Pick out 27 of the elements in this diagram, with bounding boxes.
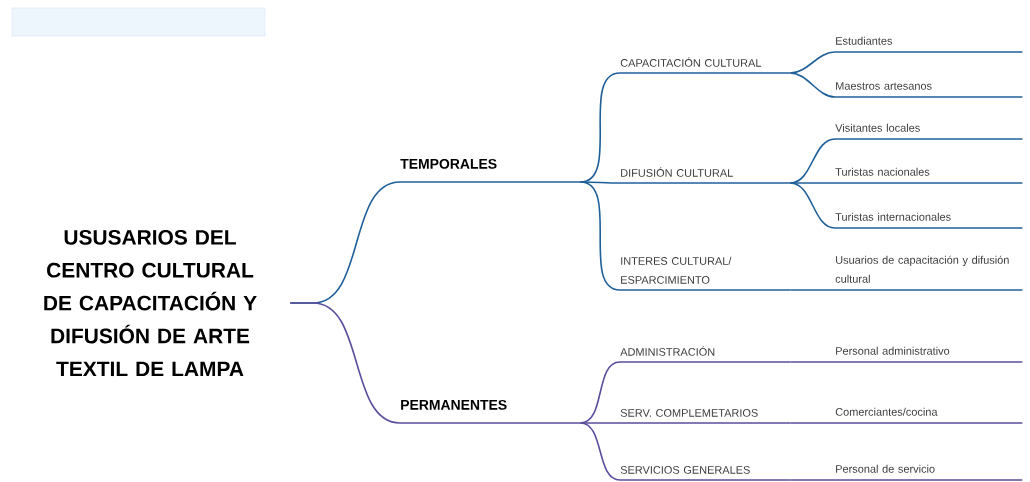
category-label: CAPACITACIÓN CULTURAL bbox=[619, 57, 792, 74]
branch-label: TEMPORALES bbox=[399, 158, 582, 183]
title-text: USUSARIOS DEL CENTRO CULTURAL DE CAPACITACIÓN Y DIFUSIÓN DE ARTE TEXTIL DE LAMPA bbox=[44, 229, 257, 377]
category-label: ADMINISTRACIÓN bbox=[619, 346, 792, 363]
leaf-label: Usuarios de capacitación y difusión cultural bbox=[834, 255, 1024, 291]
connector-line bbox=[789, 72, 836, 98]
leaf-label: Maestros artesanos bbox=[834, 82, 1024, 98]
leaf-label: Personal de servicio bbox=[834, 464, 1024, 481]
leaf-label: Turistas nacionales bbox=[834, 167, 1024, 184]
leaf-label: Personal administrativo bbox=[834, 346, 1024, 363]
connector-line bbox=[789, 422, 836, 424]
leaf-label: Visitantes locales bbox=[834, 123, 1024, 140]
connector-line bbox=[579, 181, 621, 291]
leaf-label: Turistas internacionales bbox=[834, 212, 1024, 229]
connector-line bbox=[789, 182, 836, 229]
category-label: INTERES CULTURAL/ ESPARCIMIENTO bbox=[619, 256, 792, 291]
branch-label: PERMANENTES bbox=[399, 399, 582, 424]
connector-line bbox=[289, 302, 401, 424]
leaf-label: Comerciantes/cocina bbox=[834, 407, 1024, 424]
category-label: SERV. COMPLEMETARIOS bbox=[619, 409, 792, 424]
connector-line bbox=[579, 422, 621, 481]
category-label: SERVICIOS GENERALES bbox=[619, 466, 792, 481]
connector-line bbox=[789, 361, 836, 363]
connector-line bbox=[789, 479, 836, 481]
category-label: DIFUSIÓN CULTURAL bbox=[619, 167, 792, 184]
connector-line bbox=[789, 289, 836, 291]
leaf-label: Estudiantes bbox=[834, 36, 1024, 53]
